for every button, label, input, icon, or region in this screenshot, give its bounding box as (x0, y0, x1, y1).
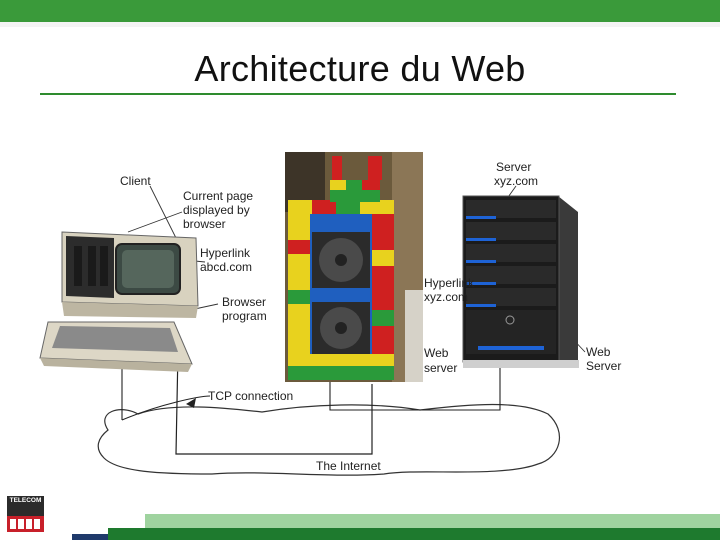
internet-label: The Internet (316, 459, 381, 473)
server-label-1: Server (496, 160, 531, 174)
client-label: Client (120, 174, 151, 188)
lego-server-photo (285, 152, 423, 382)
internet-cloud (97, 403, 560, 476)
web-page-label-2: server (424, 361, 457, 375)
current-page-label-3: browser (183, 217, 226, 231)
title-underline (40, 93, 676, 95)
leader-client (149, 185, 179, 243)
hyperlink-left-label-2: abcd.com (200, 260, 252, 274)
hyperlink-right-label-1: Hyperlink (424, 276, 475, 290)
web-server-label-2: Server (586, 359, 621, 373)
hyperlink-left-label-1: Hyperlink (200, 246, 251, 260)
top-accent-bar (0, 0, 720, 22)
tcp-arrow-icon (186, 398, 196, 408)
footer-bar-light (145, 514, 720, 528)
hyperlink-right-label-2: xyz.com (424, 290, 468, 304)
browser-program-label-2: program (222, 309, 267, 323)
top-accent-gap (0, 22, 720, 27)
browser-program-label-1: Browser (222, 295, 266, 309)
tcp-connection-label: TCP connection (208, 389, 293, 403)
current-page-label-2: displayed by (183, 203, 250, 217)
slide-title: Architecture du Web (194, 48, 526, 89)
footer-bar-accent (72, 534, 108, 540)
server-network-line (329, 366, 501, 411)
footer-bar-dark (108, 528, 720, 540)
telecom-logo-text: TELECOM (9, 497, 42, 504)
telecom-logo-icon (7, 496, 44, 532)
web-page-label-1: Web (424, 346, 449, 360)
computer-terminal-image (39, 231, 199, 372)
server-label-2: xyz.com (494, 174, 538, 188)
current-page-label-1: Current page (183, 189, 253, 203)
web-server-label-1: Web (586, 345, 611, 359)
tower-server-image (462, 195, 579, 368)
leader-current-page (127, 211, 183, 233)
